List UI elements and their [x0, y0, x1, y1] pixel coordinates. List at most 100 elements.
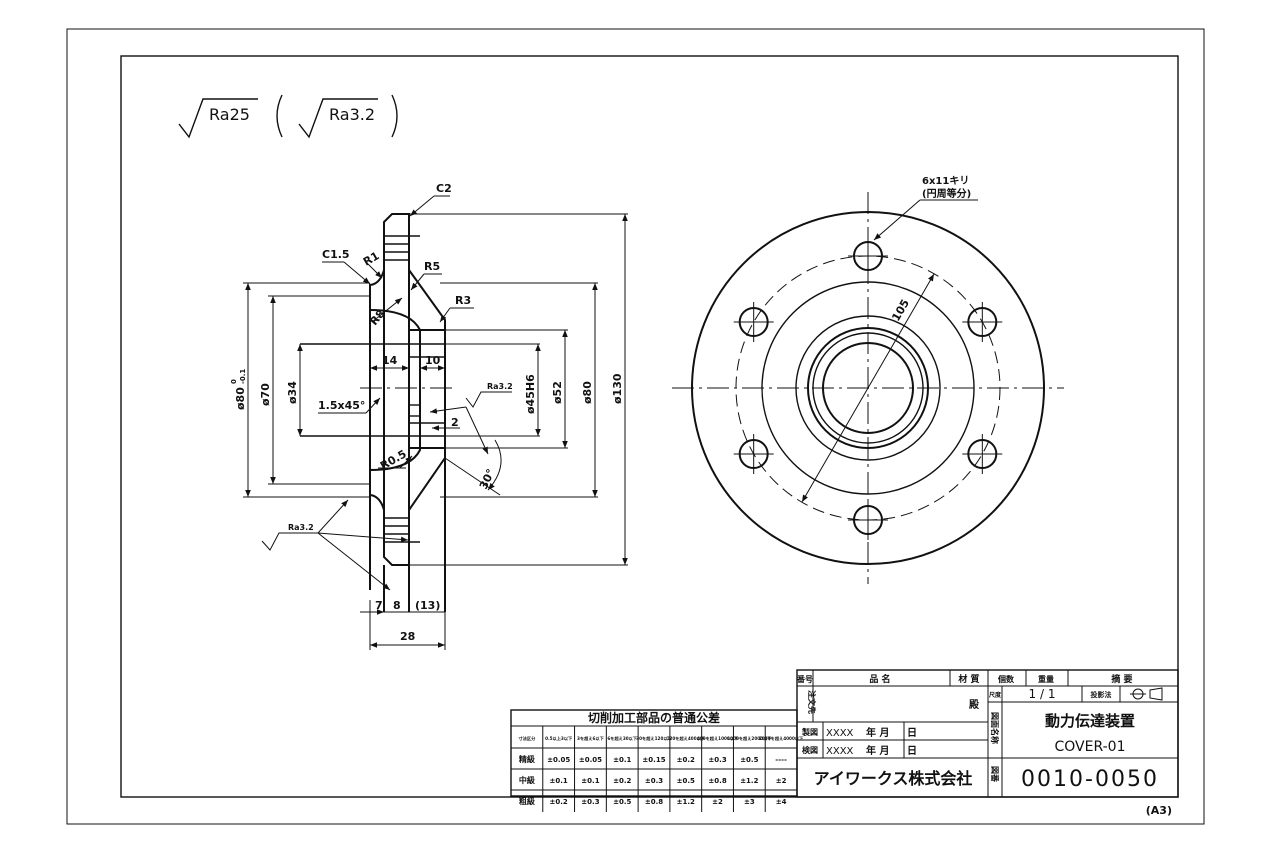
dia-130-label: ø130 [611, 373, 624, 404]
checked-date: 年 月 [866, 744, 889, 757]
radius-r0-5-label: R0.5 [378, 447, 409, 472]
company-name: アイワークス株式会社 [814, 769, 973, 788]
dia-70-label: ø70 [259, 383, 272, 406]
drawing-title: 動力伝達装置 [1045, 712, 1135, 730]
table-cell: ±0.05 [579, 756, 602, 764]
dim-2-label: 2 [451, 416, 459, 429]
radius-r5-label: R5 [424, 260, 440, 273]
table-header-cell: 0.5以上3以下 [545, 735, 573, 742]
outer-border [66, 28, 1205, 825]
table-cell: 中級 [519, 775, 535, 785]
title-block: 番号 品 名 材 質 個数 重量 摘 要 注文先 殿 尺度 1 / 1 投影法 … [796, 669, 1179, 817]
drawing-number-label: 図番 [990, 766, 1000, 783]
third-angle-projection-icon [1130, 687, 1163, 701]
projection-label: 投影法 [1091, 690, 1112, 699]
table-header-cell: 30を超え120以下 [636, 735, 672, 742]
bolt-holes [733, 236, 1003, 540]
table-header-cell: 400を超え1000以下 [697, 735, 739, 742]
table-header-cell: 3を超え6以下 [577, 735, 605, 742]
chamfer-c1-5-label: C1.5 [322, 248, 350, 261]
drawn-label: 製図 [801, 727, 818, 737]
table-cell: ±0.1 [550, 777, 568, 785]
dim-10-label: 10 [425, 354, 441, 367]
table-cell: ±0.3 [581, 798, 599, 806]
dia-80-tol-upper: 0 [230, 379, 238, 384]
table-cell: ±0.05 [547, 756, 570, 764]
table-cell: ±0.8 [645, 798, 663, 806]
drawing-name-label: 図面名称 [990, 712, 1000, 744]
chamfer-c2-label: C2 [436, 182, 452, 195]
dono-label: 殿 [968, 699, 980, 711]
bore-finish-label: Ra3.2 [487, 382, 513, 391]
dim-7-label: 7 [375, 599, 383, 612]
col-no: 番号 [796, 674, 813, 684]
radius-r3-label: R3 [455, 294, 471, 307]
dim-28-label: 28 [400, 630, 415, 643]
dia-34-label: ø34 [286, 381, 299, 404]
dim-8-label: 8 [393, 599, 401, 612]
table-cell: ±4 [776, 798, 787, 806]
table-header-cell: 2000を超え4000以下 [759, 735, 804, 742]
dia-80-tol-lower: -0.1 [239, 369, 247, 384]
hole-note-line1: 6x11キリ [922, 175, 969, 187]
checked-day: 日 [907, 745, 917, 757]
table-cell: ±0.5 [740, 756, 758, 764]
table-cell: 精級 [519, 754, 535, 764]
table-cell: ±0.8 [708, 777, 726, 785]
flange-finish-label: Ra3.2 [288, 523, 314, 532]
table-cell: ±1.2 [740, 777, 758, 785]
table-cell: ±0.15 [642, 756, 665, 764]
dia-80-label: ø80 [234, 387, 247, 410]
table-header-cell: 6を超え30以下 [607, 735, 637, 742]
checked-name: XXXX [826, 746, 854, 757]
chamfer-1-5x45-label: 1.5x45° [318, 399, 365, 412]
table-cell: ±3 [744, 798, 755, 806]
table-cell: ±0.1 [581, 777, 599, 785]
dim-14-label: 14 [382, 354, 398, 367]
sheet-size: (A3) [1146, 804, 1172, 817]
drawn-date: 年 月 [866, 726, 889, 739]
drawing-number: 0010-0050 [1021, 767, 1159, 792]
radius-r1-label: R1 [361, 249, 381, 268]
table-cell: ±0.2 [613, 777, 631, 785]
drawn-name: XXXX [826, 728, 854, 739]
table-header-cell: 120を超え400以下 [667, 735, 706, 742]
col-qty: 個数 [997, 674, 1015, 684]
table-cell: ±2 [712, 798, 723, 806]
table-cell: 粗級 [519, 796, 535, 806]
drawing-subtitle: COVER-01 [1055, 739, 1126, 755]
drawn-day: 日 [907, 727, 917, 739]
section-view: ø80 0 -0.1 ø70 ø34 ø45H6 ø52 ø80 ø130 14… [230, 182, 628, 650]
dim-13-label: (13) [415, 599, 440, 612]
drawing-frame [120, 55, 1179, 798]
checked-label: 検図 [802, 745, 818, 755]
dia-52-label: ø52 [551, 381, 564, 404]
table-cell: ---- [775, 756, 787, 764]
col-material: 材 質 [957, 673, 979, 685]
pcd-105-label: 105 [889, 297, 912, 323]
table-header-cell: 寸法区分 [519, 735, 537, 742]
table-cell: ±0.2 [550, 798, 568, 806]
table-cell: ±0.3 [708, 756, 726, 764]
surface-finish-secondary-label: Ra3.2 [329, 105, 375, 124]
hole-note-line2: (円周等分) [922, 187, 971, 200]
angle-30-label: 30° [477, 467, 498, 491]
table-cell: ±0.2 [677, 756, 695, 764]
order-label: 注文先 [807, 690, 817, 714]
scale-label: 尺度 [989, 691, 1002, 699]
table-cell: ±1.2 [677, 798, 695, 806]
col-weight: 重量 [1038, 674, 1054, 684]
table-header-cell: 1000を超え2000以下 [727, 735, 772, 742]
table-cell: ±0.5 [677, 777, 695, 785]
col-part-name: 品 名 [869, 673, 890, 685]
surface-finish-general: Ra25 Ra3.2 [178, 94, 398, 139]
table-cell: ±0.5 [613, 798, 631, 806]
col-remarks: 摘 要 [1111, 673, 1132, 685]
surface-finish-main-label: Ra25 [209, 105, 250, 124]
dia-80b-label: ø80 [581, 381, 594, 404]
table-cell: ±2 [776, 777, 787, 785]
table-cell: ±0.1 [613, 756, 631, 764]
dia-45h6-label: ø45H6 [524, 374, 537, 414]
